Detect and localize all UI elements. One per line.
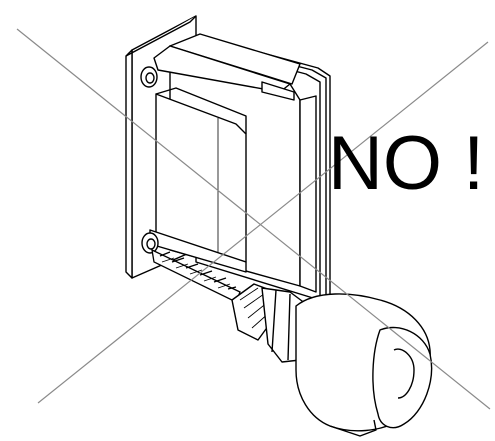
screw-hole-icon [140, 66, 159, 254]
hinge-icon [125, 15, 331, 303]
warning-text: NO ! [328, 121, 485, 206]
power-drill-icon [231, 283, 433, 437]
prohibition-cross-icon [16, 28, 491, 410]
